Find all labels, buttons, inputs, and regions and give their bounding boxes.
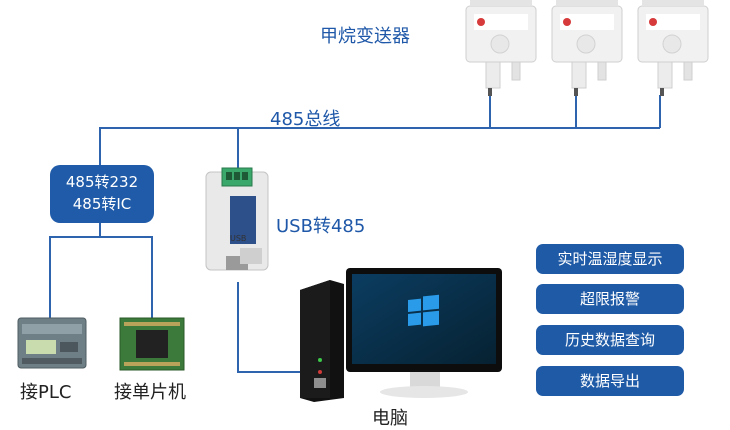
pc-tower: [300, 280, 344, 402]
bus-label: 485总线: [270, 109, 341, 130]
pc-label: 电脑: [372, 408, 408, 429]
plc-branch: [49, 223, 101, 318]
sensor-2: [551, 0, 623, 96]
usb-converter-device: [205, 167, 269, 271]
usb-to-pc: [237, 282, 304, 373]
converter-box: 485转232 485转IC: [50, 165, 154, 223]
usb-converter-label: USB转485: [276, 216, 366, 237]
feature-history-query: 历史数据查询: [536, 325, 684, 355]
sensor-group-label: 甲烷变送器: [320, 26, 410, 47]
plc-device: [17, 317, 87, 369]
bus-line: [99, 127, 660, 165]
converter-line-1: 485转232: [65, 173, 139, 191]
monitor: [346, 268, 502, 398]
mcu-board: [119, 317, 185, 371]
plc-label: 接PLC: [20, 382, 72, 403]
feature-realtime-display: 实时温湿度显示: [536, 244, 684, 274]
feature-data-export: 数据导出: [536, 366, 684, 396]
sensor-3: [637, 0, 709, 96]
mcu-branch: [100, 236, 153, 318]
mcu-label: 接单片机: [114, 382, 186, 403]
sensor-1: [465, 0, 537, 96]
converter-line-2: 485转IC: [72, 195, 132, 213]
usb-port-text: USB: [230, 234, 247, 243]
feature-alarm: 超限报警: [536, 284, 684, 314]
